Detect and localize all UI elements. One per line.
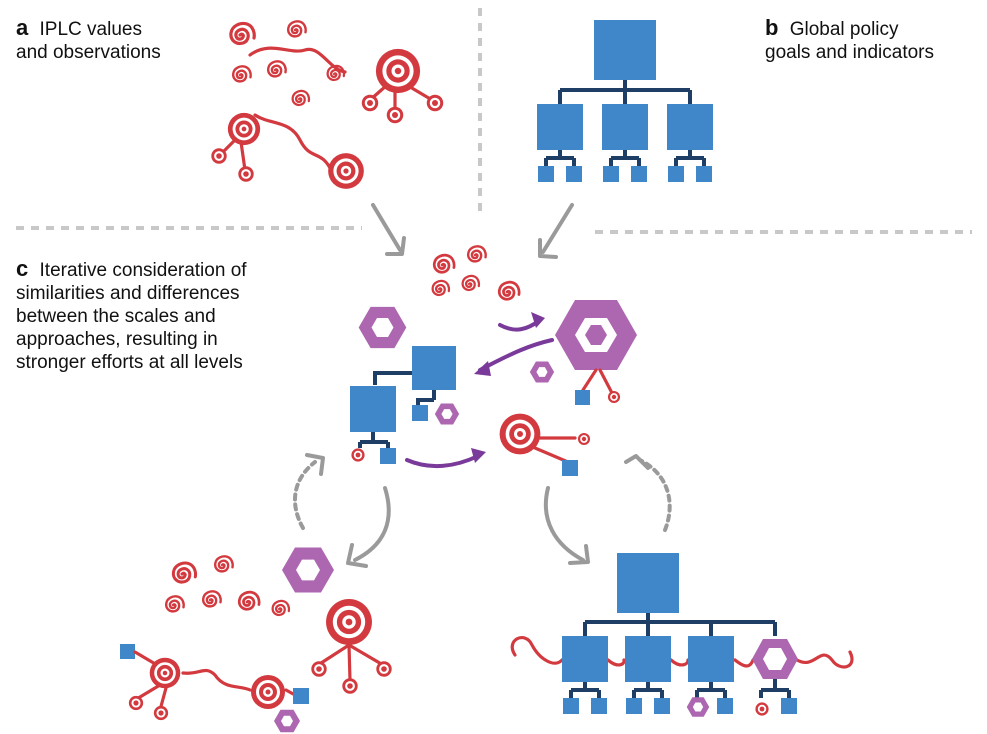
arrow-b-to-c <box>538 203 574 259</box>
ring-icon <box>361 94 379 112</box>
panel-c-line1: Iterative consideration of <box>39 260 247 281</box>
target-icon <box>149 657 181 689</box>
ring-icon <box>153 705 169 721</box>
hexagon-icon <box>274 709 300 733</box>
hierarchy-bottom-right <box>510 553 854 717</box>
spiral-icon <box>497 280 521 301</box>
ring-icon <box>238 166 254 182</box>
panel-c-line4: approaches, resulting in <box>16 329 218 350</box>
spiral-icon <box>286 20 307 38</box>
panel-b-letter: b <box>765 15 779 40</box>
spiral-icon <box>466 245 487 263</box>
ring-icon <box>426 94 444 112</box>
target-icon <box>251 675 285 709</box>
panel-a-label: a IPLC values and observations <box>16 16 236 64</box>
panel-a-line2: and observations <box>16 42 161 63</box>
spiral-icon <box>213 555 234 573</box>
ring-icon <box>128 695 144 711</box>
ring-icon <box>351 448 365 462</box>
spiral-icon <box>432 253 456 274</box>
ring-icon <box>342 678 358 694</box>
hierarchy-c <box>350 346 460 464</box>
spiral-icon <box>271 599 291 617</box>
spiral-icon <box>164 595 185 613</box>
ring-icon <box>211 148 227 164</box>
target-icon <box>375 48 421 94</box>
iplc-cluster-bottom-left <box>120 547 392 733</box>
panel-c-letter: c <box>16 256 29 281</box>
hexagon-icon <box>529 361 555 383</box>
gray-flow-arrows <box>293 453 672 568</box>
ring-icon <box>607 390 621 404</box>
iplc-cluster-c <box>431 245 521 301</box>
arrow-a-to-c <box>371 203 406 256</box>
iplc-cluster-a <box>211 20 444 189</box>
target-cluster-c <box>499 413 591 476</box>
spiral-icon <box>231 65 252 83</box>
panel-b-line2: goals and indicators <box>765 42 934 63</box>
ring-icon <box>755 702 769 716</box>
panel-b-line1: Global policy <box>789 19 899 40</box>
spiral-icon <box>237 590 261 611</box>
ring-icon <box>577 432 591 446</box>
target-icon <box>227 112 261 146</box>
purple-flow-arrows <box>405 312 554 469</box>
target-icon <box>326 599 372 645</box>
spiral-icon <box>201 590 222 608</box>
panel-c-line5: stronger efforts at all levels <box>16 352 243 373</box>
panel-b-label: b Global policy goals and indicators <box>765 16 985 64</box>
panel-a-letter: a <box>16 15 29 40</box>
hexagon-icon <box>282 547 334 593</box>
hierarchy-b <box>537 20 713 182</box>
ring-icon <box>386 106 404 124</box>
hexagon-icon <box>358 306 407 349</box>
spiral-icon <box>461 274 481 292</box>
spiral-icon <box>266 60 287 78</box>
hexagon-large <box>529 300 637 405</box>
hexagon-icon <box>686 697 710 717</box>
hexagon-icon <box>434 403 460 425</box>
spiral-icon <box>171 561 198 584</box>
panel-c-line2: similarities and differences <box>16 283 240 304</box>
ring-icon <box>376 661 392 677</box>
panel-c-label: c Iterative consideration of similaritie… <box>16 257 316 374</box>
target-icon <box>328 153 364 189</box>
spiral-icon <box>291 89 311 107</box>
panel-c-line3: between the scales and <box>16 306 216 327</box>
panel-a-line1: IPLC values <box>39 19 142 40</box>
spiral-icon <box>431 279 451 297</box>
ring-icon <box>311 661 327 677</box>
